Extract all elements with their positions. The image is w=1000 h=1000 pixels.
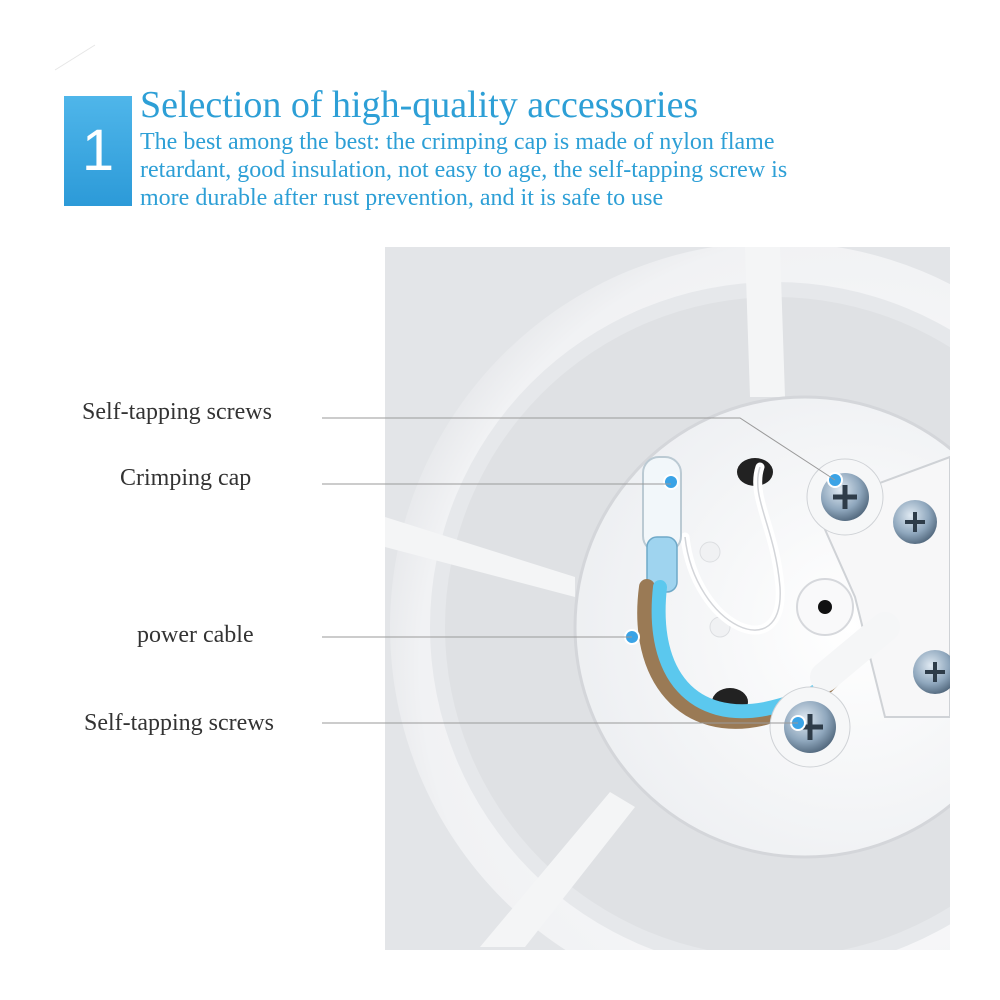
- screw-bottom-icon: [769, 686, 851, 768]
- page-title: Selection of high-quality accessories: [140, 84, 699, 126]
- ceiling-base-illustration: [385, 247, 950, 950]
- callout-power-cable: power cable: [137, 622, 254, 648]
- callout-self-tapping-screws-bottom: Self-tapping screws: [84, 710, 274, 736]
- marker-power-cable-icon: [624, 629, 640, 645]
- callout-crimping-cap: Crimping cap: [120, 465, 252, 491]
- screw-right-top-icon: [893, 500, 937, 544]
- product-photo: [385, 247, 950, 950]
- description-line-2: retardant, good insulation, not easy to …: [140, 157, 788, 183]
- screw-right-bottom-icon: [913, 650, 950, 694]
- headline-block: Selection of high-quality accessories Th…: [140, 82, 960, 212]
- marker-crimping-cap-icon: [663, 474, 679, 490]
- step-number-badge: 1: [64, 96, 132, 206]
- screw-top-icon: [806, 458, 884, 536]
- marker-screw-bottom-icon: [790, 715, 806, 731]
- description-line-1: The best among the best: the crimping ca…: [140, 129, 775, 155]
- marker-screw-top-icon: [827, 472, 843, 488]
- description-line-3: more durable after rust prevention, and …: [140, 185, 664, 211]
- callout-self-tapping-screws-top: Self-tapping screws: [82, 399, 272, 425]
- corner-decoration: [54, 44, 96, 71]
